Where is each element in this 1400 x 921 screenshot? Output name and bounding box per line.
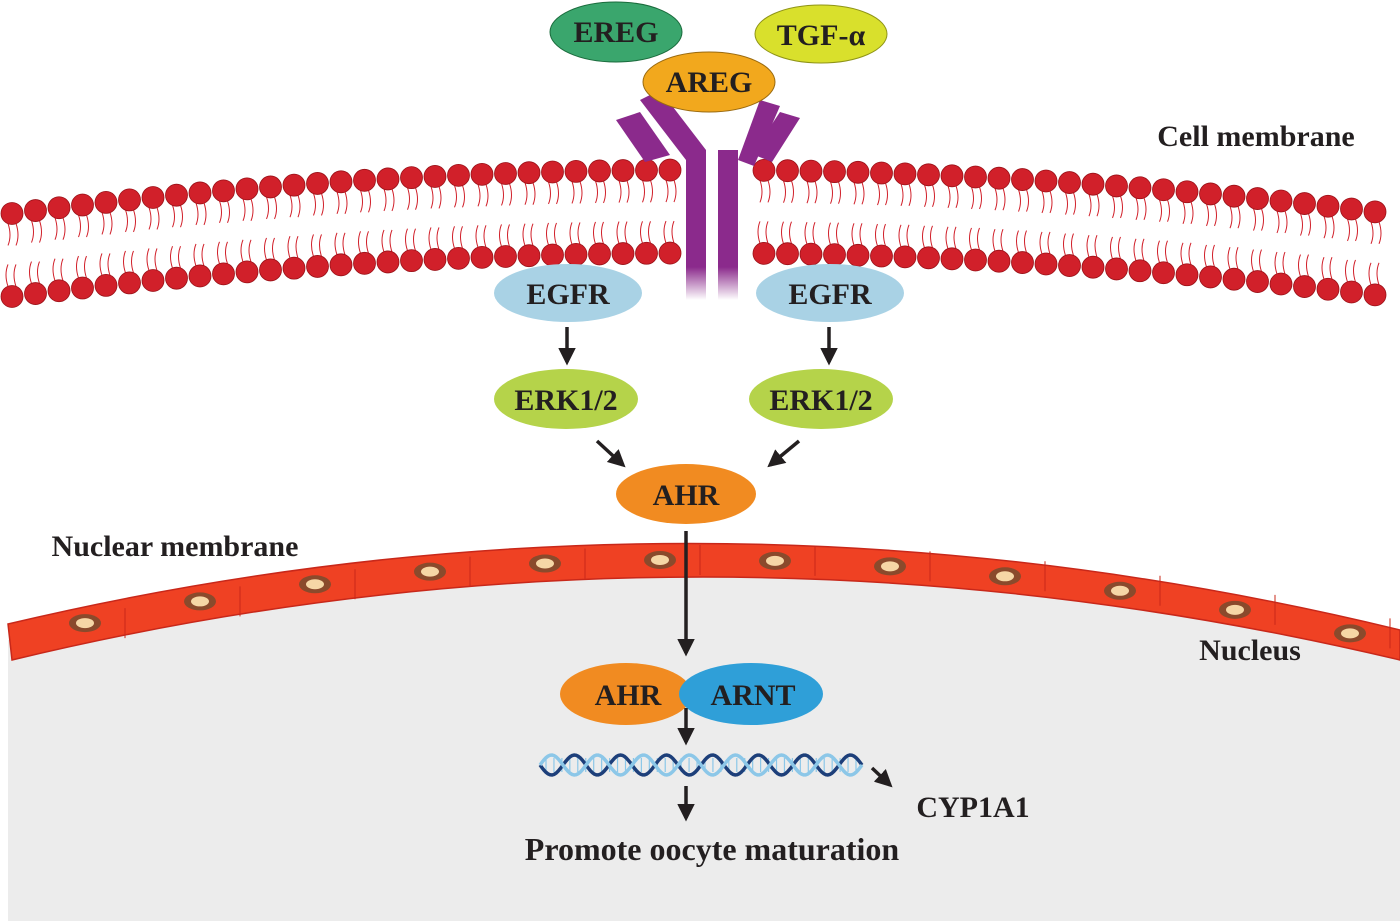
nuclear-membrane — [7, 542, 1400, 661]
egfr-right-label: EGFR — [788, 278, 872, 311]
arrow-erk-ahr-right — [767, 439, 801, 468]
ligand-tgf-alpha-label: TGF-α — [777, 19, 866, 52]
arnt-label: ARNT — [710, 679, 795, 712]
egfr-left: EGFR — [494, 264, 642, 322]
nucleus-label: Nucleus — [1199, 634, 1301, 667]
cell-membrane-bilayer — [0, 158, 1387, 308]
egfr-left-label: EGFR — [526, 278, 610, 311]
ligand-ereg: EREG — [549, 1, 683, 63]
ligand-tgf-alpha: TGF-α — [754, 4, 888, 64]
arrows — [558, 327, 893, 822]
target-gene-label: CYP1A1 — [916, 791, 1029, 824]
nuclear-membrane-label: Nuclear membrane — [52, 530, 299, 563]
ahr-cytoplasmic-label: AHR — [653, 479, 720, 512]
ligand-areg-label: AREG — [666, 66, 753, 99]
nucleus-region — [8, 561, 1400, 921]
receptor-dimer — [616, 90, 800, 300]
ahr-arnt-complex: AHR ARNT — [560, 663, 823, 725]
erk-left: ERK1/2 — [494, 369, 638, 429]
egfr-right: EGFR — [756, 264, 904, 322]
ahr-nuclear-label: AHR — [595, 679, 662, 712]
ahr-cytoplasmic: AHR — [616, 464, 756, 524]
outcome-label: Promote oocyte maturation — [525, 831, 900, 867]
dna-helix — [538, 753, 864, 777]
ligand-areg: AREG — [642, 51, 776, 113]
cell-membrane-label: Cell membrane — [1157, 120, 1354, 153]
erk-right: ERK1/2 — [749, 369, 893, 429]
arrow-erk-ahr-left — [595, 439, 626, 468]
ligand-ereg-label: EREG — [573, 16, 658, 49]
arrow-dna-cyp1a1 — [870, 766, 893, 788]
erk-left-label: ERK1/2 — [514, 384, 617, 417]
erk-right-label: ERK1/2 — [769, 384, 872, 417]
